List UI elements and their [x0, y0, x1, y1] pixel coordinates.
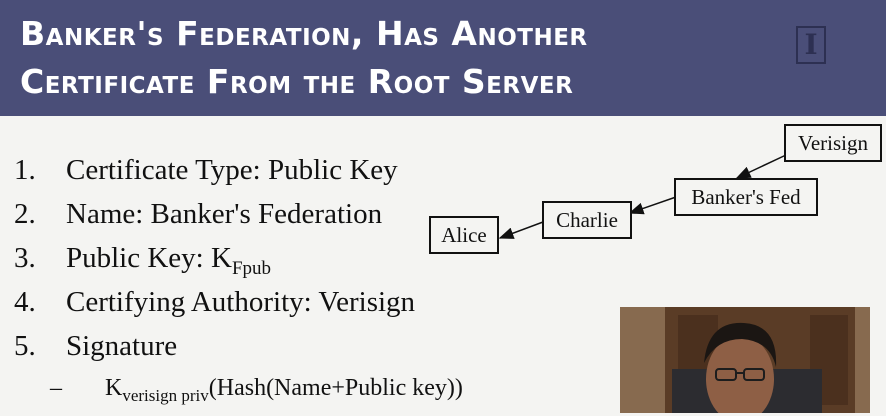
- list-item: 5. Signature: [14, 324, 574, 368]
- list-text: Signature: [66, 330, 178, 362]
- list-number: 5.: [14, 330, 36, 362]
- presenter-face: [706, 335, 774, 413]
- list-text: Certificate Type: Public Key: [66, 154, 398, 186]
- list-text: Certifying Authority: Verisign: [66, 286, 416, 318]
- arrow-charlie-to-alice: [498, 221, 544, 239]
- glasses-right: [743, 368, 765, 381]
- list-item: 3. Public Key: KFpub: [14, 236, 574, 280]
- slide-header: Banker's Federation, Has Another Certifi…: [0, 0, 886, 116]
- slide-title-line1: Banker's Federation, Has Another: [20, 14, 588, 53]
- public-key-subscript: Fpub: [231, 257, 272, 279]
- bankers-fed-node: Banker's Fed: [674, 178, 818, 216]
- alice-node: Alice: [429, 216, 499, 254]
- verisign-node: Verisign: [784, 124, 882, 162]
- presenter-video-frame: [620, 307, 870, 413]
- charlie-node: Charlie: [542, 201, 632, 239]
- signature-k: K: [105, 375, 123, 401]
- slide-title: Banker's Federation, Has Another Certifi…: [20, 10, 780, 106]
- certificate-fields-list: 1. Certificate Type: Public Key 2. Name:…: [14, 148, 574, 368]
- presenter-video: [620, 307, 870, 413]
- slide-title-line2: Certificate From the Root Server: [20, 62, 574, 101]
- arrow-verisign-to-bankers: [735, 154, 787, 179]
- list-item: 2. Name: Banker's Federation: [14, 192, 574, 236]
- university-logo: I: [796, 26, 826, 64]
- signature-subscript: verisign priv: [122, 385, 209, 405]
- signature-hash: (Hash(Name+Public key)): [208, 375, 463, 401]
- list-number: 1.: [14, 154, 36, 186]
- list-item: 1. Certificate Type: Public Key: [14, 148, 574, 192]
- list-text-public-key: Public Key: KFpub: [66, 236, 271, 291]
- presenter-hair: [704, 322, 777, 367]
- list-number: 2.: [14, 198, 36, 230]
- public-key-label: Public Key: K: [66, 242, 232, 274]
- logo-letter: I: [804, 28, 818, 61]
- sub-bullet-dash: –: [50, 375, 62, 401]
- list-item: 4. Certifying Authority: Verisign: [14, 280, 574, 324]
- glasses-left: [715, 368, 737, 381]
- list-text: Name: Banker's Federation: [66, 198, 383, 230]
- list-number: 3.: [14, 242, 36, 274]
- arrow-bankers-to-charlie: [628, 196, 677, 215]
- list-number: 4.: [14, 286, 36, 318]
- signature-expression: Kverisign priv(Hash(Name+Public key)): [105, 368, 463, 416]
